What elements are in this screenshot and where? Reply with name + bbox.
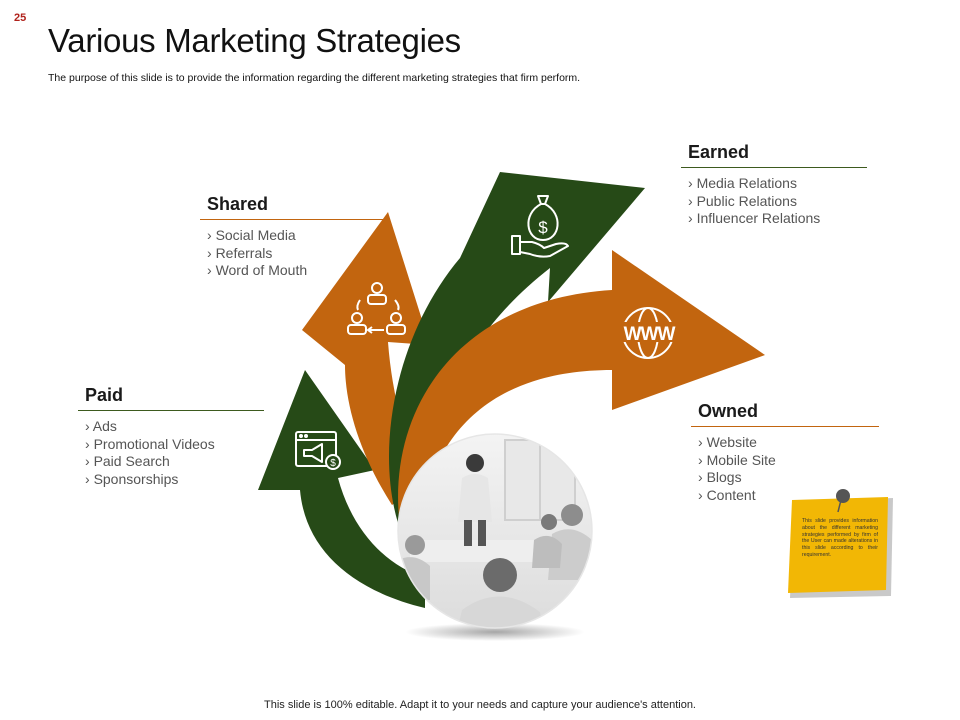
people-referral-icon bbox=[347, 282, 406, 335]
sticky-note-text: This slide provides information about th… bbox=[802, 518, 878, 558]
list-item: Paid Search bbox=[85, 453, 264, 471]
list-item: Blogs bbox=[698, 469, 879, 487]
money-bag-hand-icon: $ bbox=[511, 195, 569, 258]
category-earned-title: Earned bbox=[688, 142, 750, 162]
list-item: Public Relations bbox=[688, 193, 867, 211]
list-item: Influencer Relations bbox=[688, 210, 867, 228]
photo-border bbox=[397, 433, 593, 629]
category-shared-list: Social Media Referrals Word of Mouth bbox=[200, 227, 387, 280]
list-item: Content bbox=[698, 487, 879, 505]
category-paid: Paid Ads Promotional Videos Paid Search … bbox=[78, 383, 264, 488]
list-item: Ads bbox=[85, 418, 264, 436]
svg-text:$: $ bbox=[330, 458, 336, 469]
list-item: Media Relations bbox=[688, 175, 867, 193]
list-item: Sponsorships bbox=[85, 471, 264, 489]
svg-text:WWW: WWW bbox=[624, 324, 676, 345]
category-earned-divider bbox=[681, 167, 867, 168]
category-paid-title: Paid bbox=[85, 385, 124, 405]
list-item: Referrals bbox=[207, 245, 387, 263]
photo-shadow bbox=[405, 623, 585, 641]
category-paid-divider bbox=[78, 410, 264, 411]
list-item: Word of Mouth bbox=[207, 262, 387, 280]
paid-arrow bbox=[258, 370, 425, 608]
category-owned-divider bbox=[691, 426, 879, 427]
www-globe-icon: WWW bbox=[616, 307, 682, 359]
page-number: 25 bbox=[14, 12, 27, 24]
category-owned: Owned Website Mobile Site Blogs Content bbox=[691, 399, 879, 504]
slide-title: Various Marketing Strategies bbox=[48, 22, 461, 59]
earned-arrow bbox=[389, 172, 645, 535]
category-shared: Shared Social Media Referrals Word of Mo… bbox=[200, 192, 387, 280]
list-item: Social Media bbox=[207, 227, 387, 245]
category-paid-list: Ads Promotional Videos Paid Search Spons… bbox=[78, 418, 264, 488]
meeting-photo bbox=[398, 434, 592, 628]
category-shared-divider bbox=[200, 219, 387, 220]
slide-footer: This slide is 100% editable. Adapt it to… bbox=[264, 699, 696, 711]
list-item: Mobile Site bbox=[698, 452, 879, 470]
category-owned-list: Website Mobile Site Blogs Content bbox=[691, 434, 879, 504]
megaphone-browser-icon: $ bbox=[295, 431, 341, 470]
category-earned: Earned Media Relations Public Relations … bbox=[681, 140, 867, 228]
list-item: Promotional Videos bbox=[85, 436, 264, 454]
category-owned-title: Owned bbox=[698, 401, 759, 421]
category-shared-title: Shared bbox=[207, 194, 269, 214]
slide-subtitle: The purpose of this slide is to provide … bbox=[48, 72, 581, 84]
list-item: Website bbox=[698, 434, 879, 452]
svg-text:$: $ bbox=[538, 218, 548, 237]
category-earned-list: Media Relations Public Relations Influen… bbox=[681, 175, 867, 228]
